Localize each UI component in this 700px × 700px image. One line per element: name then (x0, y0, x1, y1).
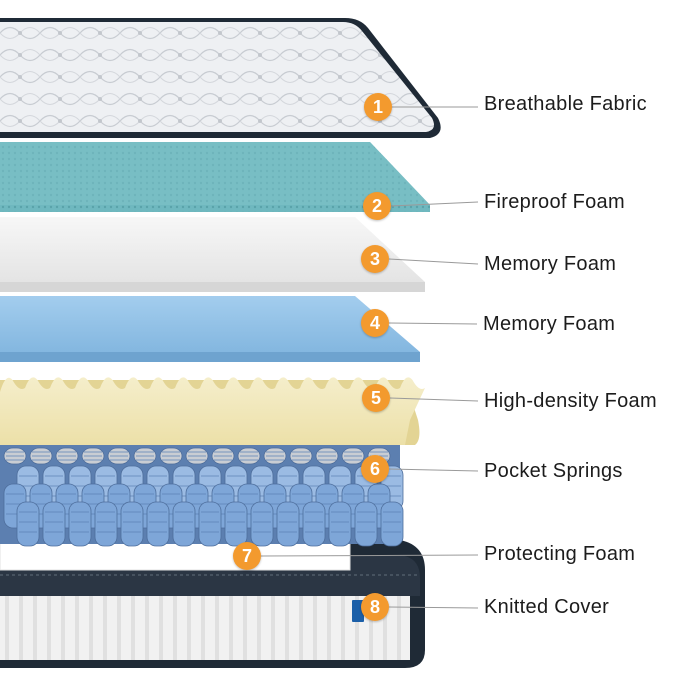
leader-line (389, 397, 479, 402)
layer-8-label: Knitted Cover (484, 596, 610, 618)
leader-line (388, 258, 479, 265)
leader-line (388, 468, 479, 472)
memory-foam-blue-layer (0, 296, 420, 362)
layer-5-label: High-density Foam (484, 390, 657, 412)
layer-3-label: Memory Foam (484, 253, 617, 275)
layer-6-label: Pocket Springs (484, 460, 623, 482)
leader-line (390, 201, 479, 207)
fireproof-foam-layer (0, 142, 430, 212)
layer-4-label: Memory Foam (483, 313, 616, 335)
leader-line (388, 322, 478, 325)
layer-1-badge: 1 (364, 93, 392, 121)
layer-7-badge: 7 (233, 542, 261, 570)
layer-2-label: Fireproof Foam (484, 191, 625, 213)
layer-8-badge: 8 (361, 593, 389, 621)
layer-7-label: Protecting Foam (484, 543, 636, 565)
leader-lines (260, 106, 479, 609)
layer-6-badge: 6 (361, 455, 389, 483)
leader-line (388, 606, 479, 609)
layer-1-label: Breathable Fabric (484, 93, 647, 115)
memory-foam-white-layer (0, 217, 425, 292)
layer-2-badge: 2 (363, 192, 391, 220)
pocket-springs-layer (0, 444, 404, 547)
layer-3-badge: 3 (361, 245, 389, 273)
layer-4-badge: 4 (361, 309, 389, 337)
high-density-foam-layer (0, 377, 425, 445)
leader-line (260, 554, 479, 557)
breathable-fabric-layer (0, 18, 441, 138)
layer-5-badge: 5 (362, 384, 390, 412)
